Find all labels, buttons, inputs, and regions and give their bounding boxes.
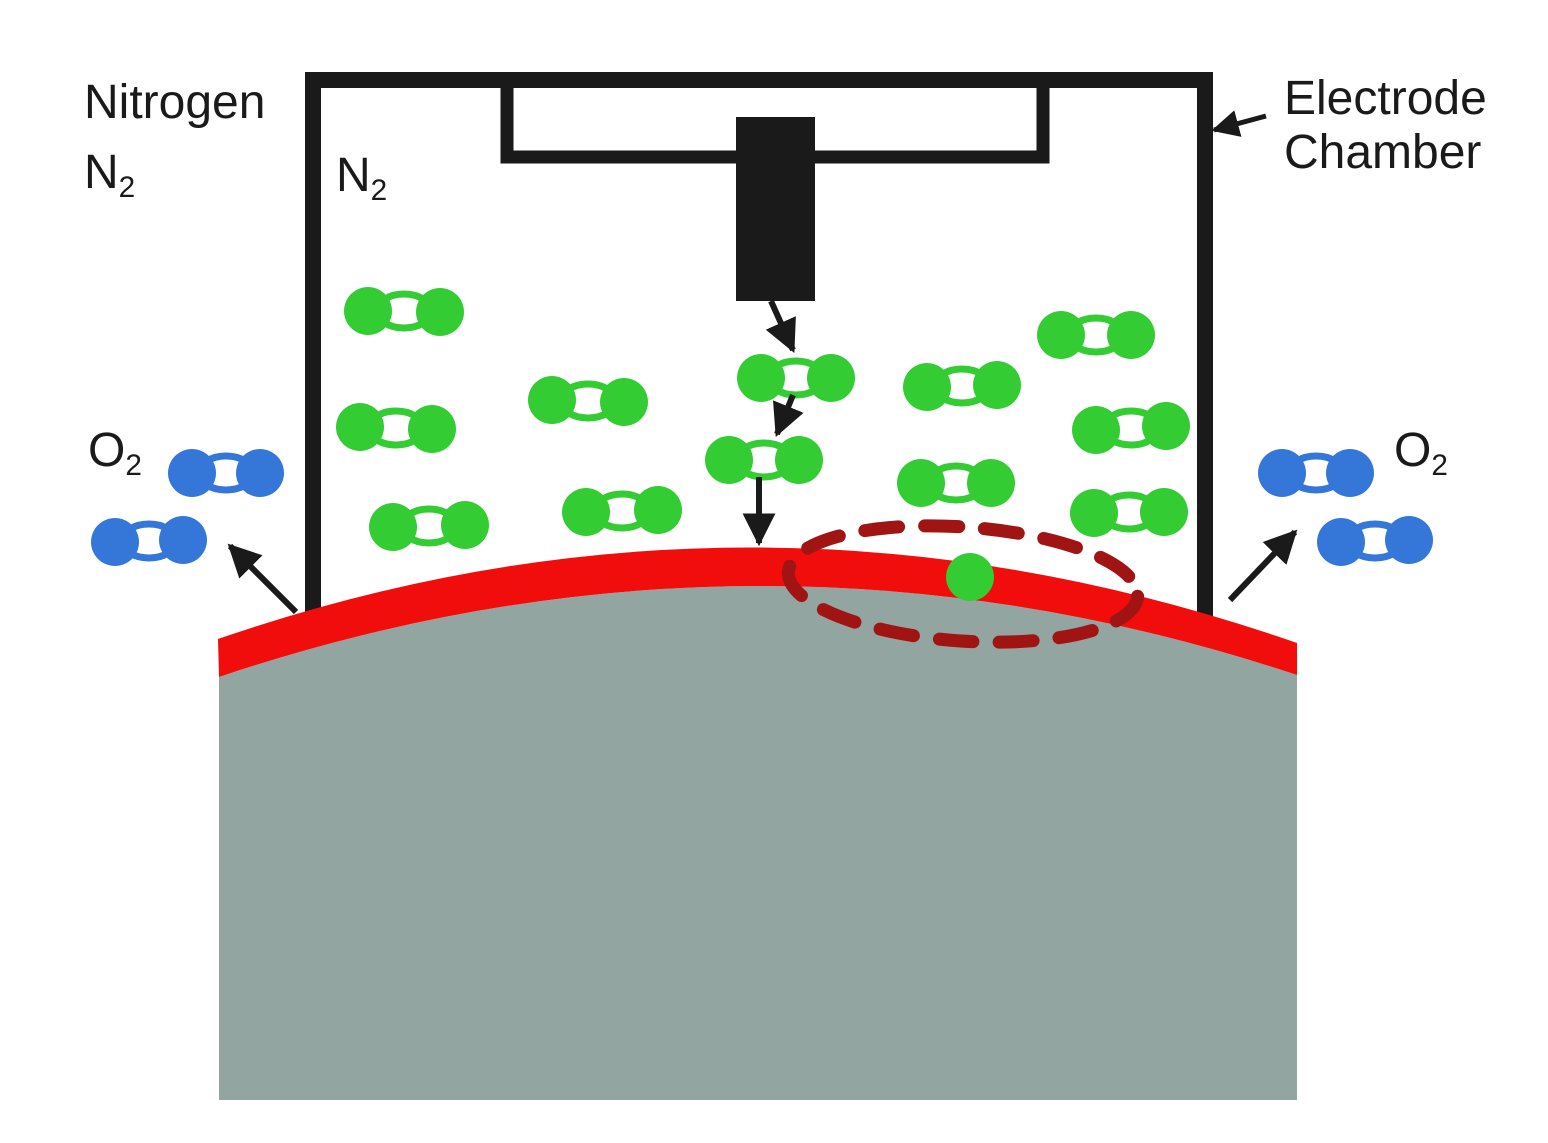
o2-molecule [91,516,207,566]
n2-molecule [1037,311,1155,359]
n2-molecule [344,287,464,336]
n2-molecule [903,361,1021,411]
electrode-chamber-line2: Chamber [1284,125,1482,179]
electrode-chamber-line1: Electrode [1284,72,1487,125]
chamber-gas-subscript: 2 [370,173,388,207]
nitrogen-title-text: Nitrogen [84,76,266,129]
electrode-rod [736,117,815,301]
chamber-walls [305,72,1213,616]
n2-molecules-group [336,287,1190,551]
o2-molecule [1317,516,1433,566]
nitrogen-formula-base: N [84,146,119,199]
n2-molecule [897,459,1015,507]
oxygen-right-subscript: 2 [1431,448,1448,482]
oxygen-right-label: O2 [1394,424,1448,480]
chamber-gas-base: N [336,149,371,202]
nitrogen-formula-label: N2 [84,146,135,202]
o2-molecule [1258,449,1374,497]
substrate [219,585,1297,1100]
n2-molecule [1070,488,1188,537]
nitrogen-label: Nitrogen [84,76,265,130]
n2-molecule [705,436,823,484]
electrode-chamber-label: Electrode Chamber [1284,72,1487,180]
n2-molecule [737,354,855,402]
arrow-electrode-to-molecule [765,299,796,354]
oxygen-left-subscript: 2 [125,448,142,482]
arrow-molecule-step [773,393,804,438]
o2-molecules-right [1258,449,1433,566]
arrow-oxygen-out-right [1227,529,1298,603]
plasma-path-arrows [742,299,804,547]
chamber-gas-label: N2 [336,149,387,205]
nitrogen-formula-subscript: 2 [118,170,136,204]
n2-molecule [1072,402,1190,454]
oxygen-right-base: O [1394,424,1432,477]
adsorbed-atom [946,553,994,601]
surface-red-layer [218,547,1297,677]
oxygen-left-label: O2 [88,424,142,480]
reaction-zone-ellipse [781,519,1145,649]
n2-molecule [528,376,648,426]
oxygen-left-base: O [88,424,126,477]
n2-molecule [336,403,456,453]
o2-molecule [168,449,284,497]
n2-molecule [369,501,489,551]
arrow-electrode-chamber-pointer [1211,110,1267,137]
o2-molecules-left [91,449,284,566]
n2-molecule [562,486,682,536]
arrow-oxygen-out-left [227,543,299,615]
